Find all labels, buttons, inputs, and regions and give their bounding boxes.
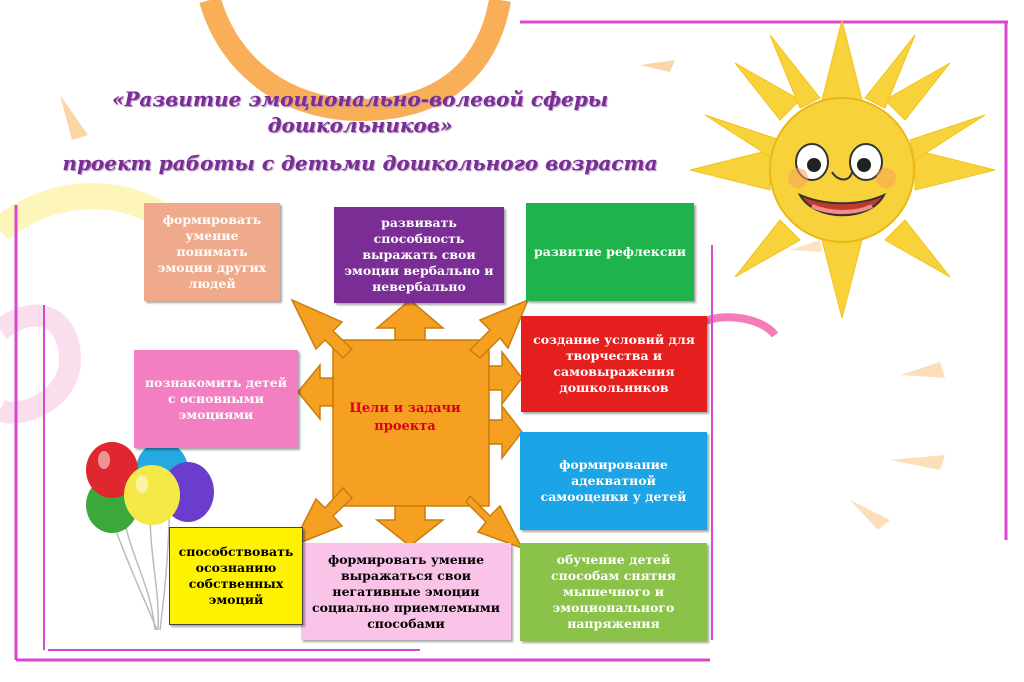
background-ray (60, 95, 88, 140)
goal-box-express-emotions: развивать способность выражать свои эмоц… (334, 207, 504, 303)
goals-hub (290, 298, 530, 550)
page-subtitle: проект работы с детьми дошкольного возра… (62, 151, 658, 175)
arrow-down (374, 505, 446, 547)
background-ray (790, 240, 822, 252)
arrow-down-left (290, 486, 354, 548)
arrow-up-right (468, 298, 530, 360)
goal-box-reflection: развитие рефлексии (526, 203, 694, 301)
background-swirl (199, 0, 511, 122)
background-ray (890, 455, 945, 470)
goal-box-creativity: создание условий для творчества и самовы… (521, 316, 707, 412)
sun-icon (689, 19, 996, 319)
arrow-left (297, 362, 334, 422)
arrow-right-lower (488, 403, 523, 461)
goal-box-awareness: способствовать осознанию собственных эмо… (169, 527, 303, 625)
background-ray (640, 60, 675, 72)
arrow-up-left (290, 298, 354, 360)
background-ray (850, 500, 890, 530)
background-swirl (0, 304, 82, 424)
arrow-down-right (465, 494, 524, 550)
goal-box-understand-emotions: формировать умение понимать эмоции други… (144, 203, 280, 301)
goal-box-negative-emotions: формировать умение выражаться свои негат… (301, 543, 511, 640)
goal-box-relieve-tension: обучение детей способам снятия мышечного… (520, 543, 707, 641)
goal-box-self-esteem: формирование адекватной самооценки у дет… (520, 432, 707, 530)
arrow-right (488, 349, 523, 407)
arrow-up (374, 299, 446, 341)
balloons-icon (86, 442, 214, 631)
goal-box-basic-emotions: познакомить детей с основными эмоциями (134, 350, 298, 448)
background-ray (900, 362, 945, 378)
hub-square (332, 339, 490, 507)
page-title: «Развитие эмоционально-волевой сферы дош… (111, 87, 609, 137)
hub-label: Цели и задачи проекта (349, 401, 461, 434)
